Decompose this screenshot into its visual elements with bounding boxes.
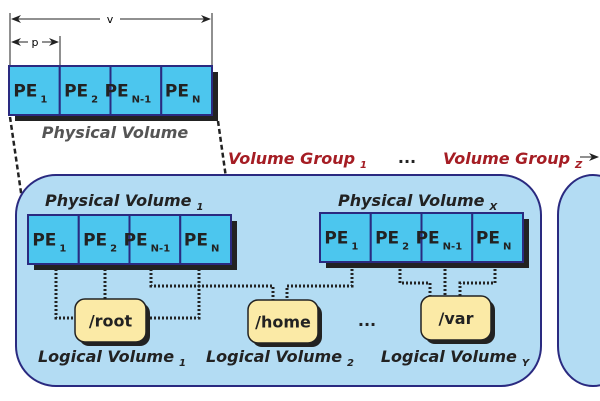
physical-extent-cell [58, 65, 112, 116]
mount-point-label: /root [89, 312, 133, 331]
extent-mapping-lines [54, 265, 497, 320]
mount-point-label: /home [255, 313, 311, 332]
volume-group-ellipsis: ... [398, 148, 416, 167]
physical-extent-cell [420, 212, 474, 263]
physical-extent-cell [369, 212, 423, 263]
physical-extent-cell [8, 65, 61, 116]
physical-extent-cell [160, 65, 213, 116]
logical-volume-box [247, 299, 319, 344]
logical-volume-box [74, 298, 147, 343]
logical-volume-ellipsis: ... [358, 311, 376, 330]
physical-extent-cell [471, 212, 524, 263]
dimension-v: v [9, 13, 213, 66]
v-label: v [107, 13, 114, 26]
physical-extent-cell [179, 214, 232, 265]
physical-volume-title: Physical Volume [42, 123, 189, 142]
dimension-p: p [11, 36, 61, 66]
volume-group-z-box [557, 174, 600, 387]
physical-extent-cell [109, 65, 163, 116]
p-label: p [32, 36, 39, 49]
physical-extent-cell [77, 214, 131, 265]
mount-point-label: /var [439, 309, 474, 328]
physical-extent-cell [27, 214, 80, 265]
logical-volume-box [420, 295, 492, 341]
